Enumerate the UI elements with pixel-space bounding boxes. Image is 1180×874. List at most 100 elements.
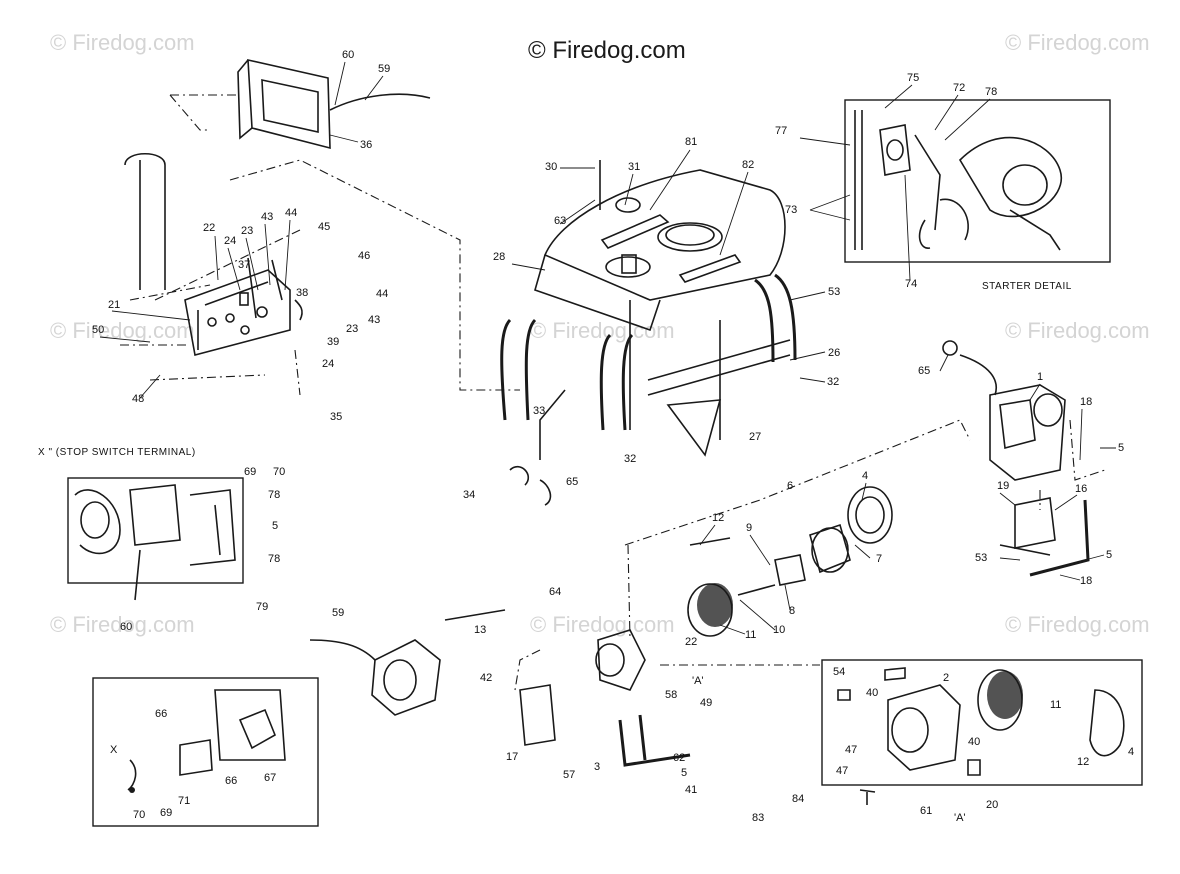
- callout-19: 19: [997, 480, 1009, 492]
- callout-69b: 69: [160, 807, 172, 819]
- callout-3: 3: [594, 761, 600, 773]
- callout-13: 13: [474, 624, 486, 636]
- callout-75: 75: [907, 72, 919, 84]
- callout-7: 7: [876, 553, 882, 565]
- callout-78c: 78: [268, 553, 280, 565]
- callout-45: 45: [318, 221, 330, 233]
- base-bracket: [514, 649, 820, 767]
- callout-1: 1: [1037, 371, 1043, 383]
- callout-65b: 65: [918, 365, 930, 377]
- callout-78: 78: [985, 86, 997, 98]
- callout-6: 6: [787, 480, 793, 492]
- callout-40: 40: [866, 687, 878, 699]
- starter-solenoid-assembly: [942, 340, 1106, 577]
- callout-22b: 22: [685, 636, 697, 648]
- caption-starter-detail: STARTER DETAIL: [982, 281, 1072, 292]
- callout-74: 74: [905, 278, 917, 290]
- callout-28: 28: [493, 251, 505, 263]
- callout-39: 39: [327, 336, 339, 348]
- callout-a1: 'A': [692, 675, 704, 687]
- callout-82: 82: [742, 159, 754, 171]
- callout-41: 41: [685, 784, 697, 796]
- callout-23: 23: [241, 225, 253, 237]
- callout-5b: 5: [1106, 549, 1112, 561]
- callout-12b: 12: [1077, 756, 1089, 768]
- callout-21: 21: [108, 299, 120, 311]
- callout-42: 42: [480, 672, 492, 684]
- callout-44: 44: [285, 207, 297, 219]
- callout-78b: 78: [268, 489, 280, 501]
- callout-64: 64: [549, 586, 561, 598]
- callout-53b: 53: [975, 552, 987, 564]
- leader-lines: [99, 61, 1116, 635]
- callout-44b: 44: [376, 288, 388, 300]
- callout-9: 9: [746, 522, 752, 534]
- callout-70: 70: [273, 466, 285, 478]
- callout-66: 66: [155, 708, 167, 720]
- watermark-top-left: © Firedog.com: [50, 30, 195, 55]
- callout-63: 63: [554, 215, 566, 227]
- callout-47: 47: [845, 744, 857, 756]
- callout-32: 32: [827, 376, 839, 388]
- callout-5d: 5: [681, 767, 687, 779]
- starter-detail-box: [844, 99, 1111, 263]
- callout-5c: 5: [272, 520, 278, 532]
- callout-60b: 60: [120, 621, 132, 633]
- callout-34: 34: [463, 489, 475, 501]
- callout-23b: 23: [346, 323, 358, 335]
- callout-38: 38: [296, 287, 308, 299]
- callout-18b: 18: [1080, 575, 1092, 587]
- watermark-main: © Firedog.com: [528, 37, 686, 64]
- callout-77: 77: [775, 125, 787, 137]
- callout-8: 8: [789, 605, 795, 617]
- callout-54: 54: [833, 666, 845, 678]
- callout-81: 81: [685, 136, 697, 148]
- callout-40b: 40: [968, 736, 980, 748]
- callout-20: 20: [986, 799, 998, 811]
- callout-17: 17: [506, 751, 518, 763]
- callout-59: 59: [378, 63, 390, 75]
- callout-32b: 32: [624, 453, 636, 465]
- callout-61: 61: [920, 805, 932, 817]
- callout-47b: 47: [836, 765, 848, 777]
- callout-71: 71: [178, 795, 190, 807]
- callout-x: X: [110, 744, 118, 756]
- caption-stop-switch-terminal: X " (STOP SWITCH TERMINAL): [38, 447, 196, 458]
- callout-65: 65: [566, 476, 578, 488]
- callout-5: 5: [1118, 442, 1124, 454]
- callout-4: 4: [862, 470, 868, 482]
- callout-72: 72: [953, 82, 965, 94]
- callout-26: 26: [828, 347, 840, 359]
- rotor-stator-assembly: [444, 419, 971, 691]
- callout-73: 73: [785, 204, 797, 216]
- callout-62: 62: [673, 752, 685, 764]
- watermark-low-right: © Firedog.com: [1005, 612, 1150, 637]
- callout-70b: 70: [133, 809, 145, 821]
- callout-37: 37: [238, 259, 250, 271]
- callout-11: 11: [745, 629, 756, 641]
- callout-33: 33: [533, 405, 545, 417]
- callout-60: 60: [342, 49, 354, 61]
- control-panel-assembly: [120, 58, 520, 396]
- callout-53: 53: [828, 286, 840, 298]
- callout-11b: 11: [1050, 699, 1061, 711]
- callout-24b: 24: [322, 358, 334, 370]
- callout-labels: 60 59 36 22 24 23 43 44 45 46 37 38 44 4…: [92, 49, 1134, 824]
- callout-18: 18: [1080, 396, 1092, 408]
- callout-4b: 4: [1128, 746, 1134, 758]
- watermark-low-left: © Firedog.com: [50, 612, 195, 637]
- callout-58: 58: [665, 689, 677, 701]
- callout-49: 49: [700, 697, 712, 709]
- callout-43: 43: [261, 211, 273, 223]
- callout-67: 67: [264, 772, 276, 784]
- stop-switch-detail-top: [67, 477, 244, 601]
- stop-switch-detail-bottom: [92, 677, 319, 827]
- watermark-low-center: © Firedog.com: [530, 612, 675, 637]
- callout-24: 24: [224, 235, 236, 247]
- callout-a2: 'A': [954, 812, 966, 824]
- callout-27: 27: [749, 431, 761, 443]
- callout-31: 31: [628, 161, 640, 173]
- watermark-mid-right: © Firedog.com: [1005, 318, 1150, 343]
- callout-57: 57: [563, 769, 575, 781]
